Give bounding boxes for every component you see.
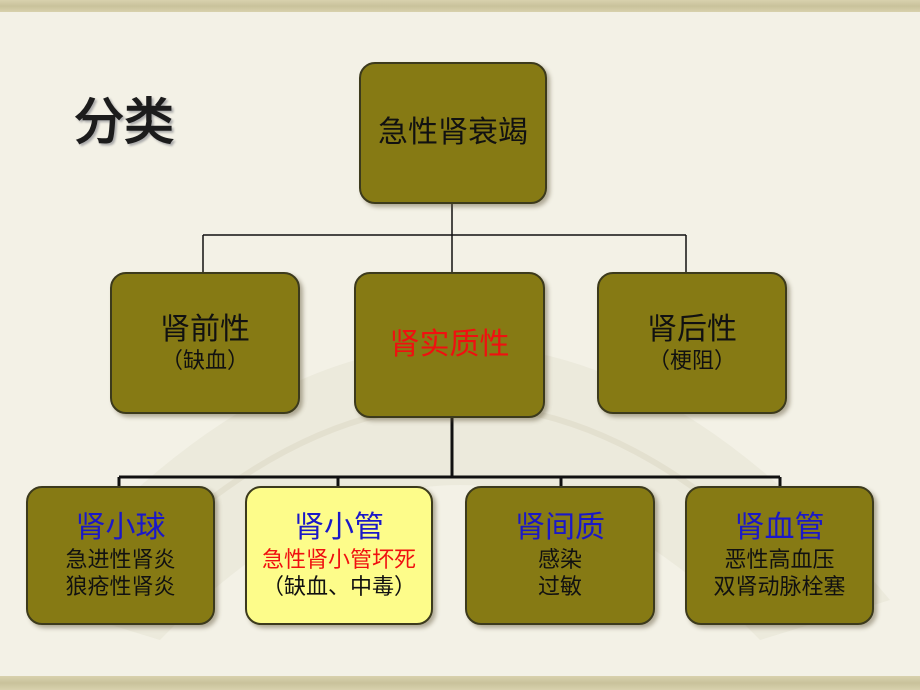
node-prerenal-sub: （缺血） <box>160 349 249 374</box>
node-interstitial-line2: 过敏 <box>537 575 582 601</box>
node-postrenal-sub: （梗阻） <box>647 349 736 374</box>
bottom-stripe <box>0 676 920 690</box>
node-root: 急性肾衰竭 <box>359 62 547 204</box>
node-postrenal: 肾后性 （梗阻） <box>597 272 787 414</box>
node-prerenal-label: 肾前性 <box>160 311 250 347</box>
page-title: 分类 <box>74 93 174 151</box>
node-tubular: 肾小管 急性肾小管坏死 （缺血、中毒） <box>245 486 433 625</box>
node-vascular-line2: 双肾动脉栓塞 <box>713 575 846 601</box>
node-postrenal-label: 肾后性 <box>647 311 737 347</box>
node-tubular-line2: （缺血、中毒） <box>261 575 416 601</box>
node-interstitial: 肾间质 感染 过敏 <box>465 486 655 625</box>
node-intrarenal-label: 肾实质性 <box>389 327 510 363</box>
node-glomerular-label: 肾小球 <box>75 510 166 546</box>
node-tubular-label: 肾小管 <box>294 510 384 546</box>
node-prerenal: 肾前性 （缺血） <box>110 272 300 414</box>
node-interstitial-line1: 感染 <box>537 547 582 573</box>
node-vascular-line1: 恶性高血压 <box>724 547 835 573</box>
node-vascular-label: 肾血管 <box>734 510 825 546</box>
node-glomerular-line1: 急进性肾炎 <box>65 547 176 573</box>
node-vascular: 肾血管 恶性高血压 双肾动脉栓塞 <box>685 486 874 625</box>
node-tubular-line1: 急性肾小管坏死 <box>261 547 416 573</box>
node-interstitial-label: 肾间质 <box>515 510 605 546</box>
node-intrarenal: 肾实质性 <box>354 272 545 418</box>
top-stripe <box>0 0 920 12</box>
node-glomerular: 肾小球 急进性肾炎 狼疮性肾炎 <box>26 486 215 625</box>
node-glomerular-line2: 狼疮性肾炎 <box>65 575 176 601</box>
node-root-label: 急性肾衰竭 <box>378 115 528 151</box>
